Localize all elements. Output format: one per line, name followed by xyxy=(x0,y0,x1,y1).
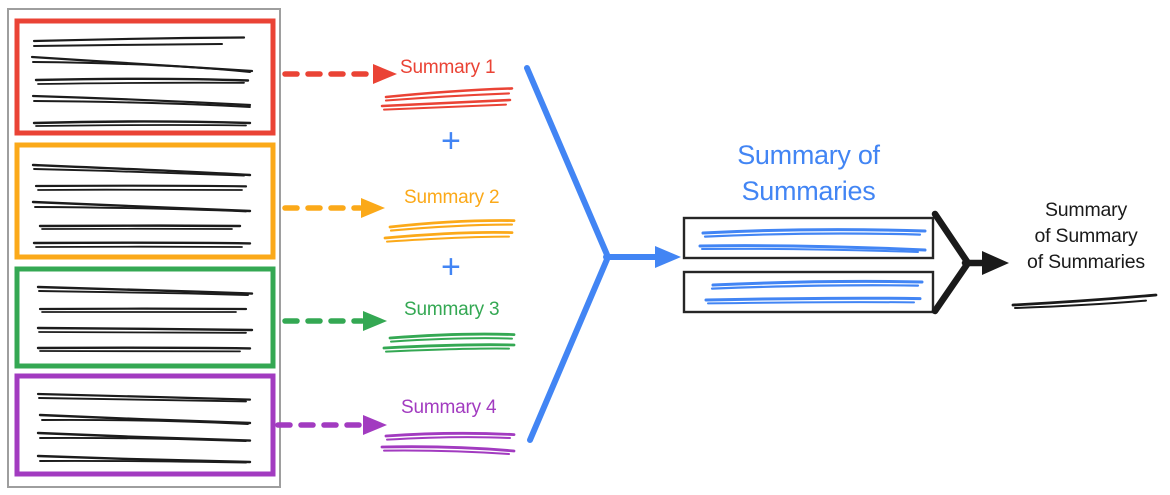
plus-operator-1: + xyxy=(441,122,461,160)
segment-2-border xyxy=(14,142,276,260)
sos-box-2[interactable] xyxy=(682,270,935,314)
plus-operator-2: + xyxy=(441,248,461,286)
source-document-stack xyxy=(7,8,281,488)
final-summary-heading: Summary of Summary of Summaries xyxy=(1010,198,1162,276)
sos-heading-line-1: Summary of xyxy=(737,140,880,170)
summary-of-summaries-boxes xyxy=(682,216,935,314)
arrowhead-blue xyxy=(655,246,681,268)
sos-heading-line-2: Summaries xyxy=(741,175,876,206)
sos-box-2-lines xyxy=(704,279,924,305)
source-segment-1[interactable] xyxy=(14,18,276,136)
final-heading-line-1: Summary xyxy=(1044,199,1128,221)
final-heading-line-3: of Summaries xyxy=(1027,250,1145,273)
final-summary-lines xyxy=(1011,293,1158,309)
merge-arm-top xyxy=(524,65,611,260)
final-merge-arm-top xyxy=(931,210,972,267)
summary-1-label: Summary 1 xyxy=(400,57,496,78)
segment-3-text-lines xyxy=(36,285,254,353)
segment-3-border xyxy=(14,266,276,369)
dashed-arrow-summary-2 xyxy=(282,198,385,218)
black-merge-arrow xyxy=(931,210,1009,315)
dashed-arrow-summary-3 xyxy=(282,311,387,331)
merge-arm-bottom xyxy=(527,254,611,443)
source-segment-3[interactable] xyxy=(14,266,276,369)
summary-4-lines xyxy=(380,431,516,455)
arrowhead-purple xyxy=(363,415,387,435)
final-heading-line-2: of Summary xyxy=(1034,224,1138,247)
summary-of-summaries-heading: Summary of Summaries xyxy=(684,138,933,209)
dashed-arrow-summary-4 xyxy=(275,415,387,435)
blue-merge-arrow xyxy=(524,65,681,443)
summary-1-lines xyxy=(380,87,514,111)
arrowhead-orange xyxy=(361,198,385,218)
summary-3-lines xyxy=(382,332,516,353)
segment-2-text-lines xyxy=(31,163,252,248)
source-segment-4[interactable] xyxy=(14,373,276,477)
summary-3-label: Summary 3 xyxy=(404,299,500,320)
summary-4-label: Summary 4 xyxy=(401,397,497,418)
source-segment-2[interactable] xyxy=(14,142,276,260)
summary-2-lines xyxy=(383,219,516,243)
arrowhead-black xyxy=(982,251,1009,275)
arrowhead-red xyxy=(373,64,397,84)
dashed-arrow-summary-1 xyxy=(282,64,397,84)
arrowhead-green xyxy=(363,311,387,331)
sos-box-1-lines xyxy=(698,228,927,253)
sos-box-1[interactable] xyxy=(682,216,935,260)
sos-box-2-border xyxy=(682,270,935,314)
final-merge-arm-bottom xyxy=(931,259,972,315)
segment-4-text-lines xyxy=(36,392,252,464)
segment-1-text-lines xyxy=(30,36,254,127)
summary-2-label: Summary 2 xyxy=(404,187,500,208)
